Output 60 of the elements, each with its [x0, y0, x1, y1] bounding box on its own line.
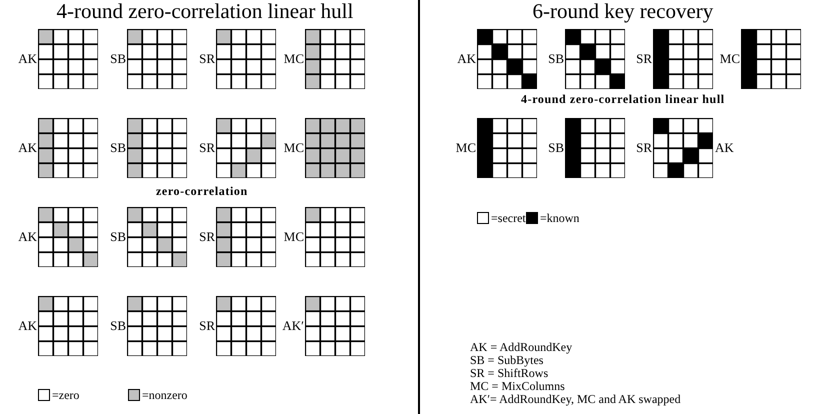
state-grid: [127, 29, 187, 89]
section-label: zero-correlation: [156, 184, 248, 198]
operation-label: AK: [457, 52, 476, 66]
section-label: 4-round zero-correlation linear hull: [521, 92, 725, 106]
operation-label: SB: [110, 52, 126, 66]
state-grid: [653, 29, 713, 89]
state-grid: [38, 29, 98, 89]
state-grid: [216, 296, 276, 356]
panel-heading: 6-round key recovery: [532, 0, 714, 23]
operation-label: AK: [18, 230, 37, 244]
state-grid: [216, 207, 276, 267]
operation-label: SR: [199, 230, 215, 244]
state-grid: [216, 118, 276, 178]
state-grid: [565, 118, 625, 178]
state-grid: [653, 118, 713, 178]
operation-label: SR: [199, 52, 215, 66]
operation-label: AK: [715, 141, 734, 155]
state-grid: [477, 118, 537, 178]
state-grid: [216, 29, 276, 89]
operation-label: MC: [456, 141, 476, 155]
state-grid: [127, 207, 187, 267]
operation-label: SB: [110, 230, 126, 244]
operation-label: SR: [636, 52, 652, 66]
abbreviation-note: AK′= AddRoundKey, MC and AK swapped: [470, 392, 681, 406]
state-grid: [741, 29, 801, 89]
state-grid: [38, 296, 98, 356]
operation-label: SR: [199, 141, 215, 155]
state-grid: [477, 29, 537, 89]
operation-label: SB: [110, 141, 126, 155]
state-grid: [38, 207, 98, 267]
operation-label: SB: [110, 319, 126, 333]
state-grid: [305, 29, 365, 89]
operation-label: MC: [284, 52, 304, 66]
state-grid: [305, 296, 365, 356]
operation-label: AK: [18, 319, 37, 333]
operation-label: AK: [18, 52, 37, 66]
operation-label: MC: [720, 52, 740, 66]
abbreviation-note: AK = AddRoundKey: [470, 340, 572, 354]
state-grid: [127, 118, 187, 178]
operation-label: MC: [284, 141, 304, 155]
state-grid: [127, 296, 187, 356]
operation-label: SR: [636, 141, 652, 155]
state-grid: [565, 29, 625, 89]
state-grid: [305, 207, 365, 267]
operation-label: SB: [548, 52, 564, 66]
operation-label: AK′: [282, 319, 304, 333]
legend-label: =secret: [491, 210, 526, 226]
state-grid: [38, 118, 98, 178]
abbreviation-note: SB = SubBytes: [470, 353, 544, 367]
operation-label: MC: [284, 230, 304, 244]
panel-heading: 4-round zero-correlation linear hull: [56, 0, 354, 23]
operation-label: SB: [548, 141, 564, 155]
operation-label: SR: [199, 319, 215, 333]
abbreviation-note: MC = MixColumns: [470, 379, 565, 393]
operation-label: AK: [18, 141, 37, 155]
legend-label: =known: [540, 210, 580, 226]
abbreviation-note: SR = ShiftRows: [470, 366, 548, 380]
legend-label: =nonzero: [142, 387, 188, 403]
state-grid: [305, 118, 365, 178]
legend-label: =zero: [52, 387, 80, 403]
